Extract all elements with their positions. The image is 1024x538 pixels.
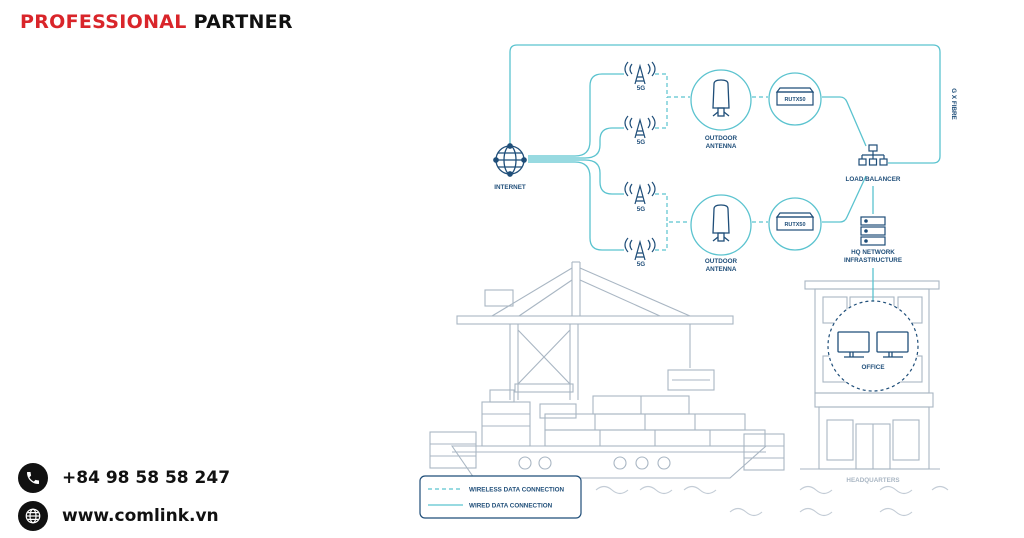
globe-icon (18, 501, 48, 531)
antenna-label-2-line-1: OUTDOOR (705, 258, 738, 265)
ship (429, 389, 785, 479)
phone-icon (18, 463, 48, 493)
monitor-icon (837, 331, 909, 358)
tower-label-2: 5G (637, 139, 646, 146)
water-waves (595, 485, 949, 517)
brand-title-accent: PROFESSIONAL (20, 11, 187, 33)
legend-wireless-label: WIRELESS DATA CONNECTION (469, 487, 564, 494)
tower-icon-1 (624, 61, 656, 85)
antenna-icon-1 (690, 69, 752, 131)
port-scene (429, 261, 949, 517)
tower-label-3: 5G (637, 206, 646, 213)
load-balancer-icon (858, 144, 888, 166)
antenna-icon-2 (690, 194, 752, 256)
diagram-labels: INTERNET 5G 5G 5G 5G OUTDOOR ANTENNA OUT… (469, 85, 957, 510)
internet-globe-icon (493, 143, 527, 177)
router-label-2: RUTX50 (784, 222, 805, 228)
website-url: www.comlink.vn (62, 506, 219, 526)
antenna-label-1-line-1: OUTDOOR (705, 135, 738, 142)
legend (419, 475, 582, 519)
legend-wired-label: WIRED DATA CONNECTION (469, 503, 553, 510)
hq-network-label-line-2: INFRASTRUCTURE (844, 257, 902, 264)
brand-title: PROFESSIONAL PARTNER (20, 11, 293, 33)
antenna-label-2-line-2: ANTENNA (706, 266, 737, 273)
brand-title-rest: PARTNER (186, 11, 293, 33)
headquarters-label: HEADQUARTERS (846, 477, 899, 484)
tower-icon-3 (624, 181, 656, 205)
router-icon-2 (768, 197, 822, 251)
contact-phone[interactable]: +84 98 58 58 247 (18, 463, 230, 493)
fibre-label: G X FIBRE (950, 88, 957, 120)
hq-network-label-line-1: HQ NETWORK (851, 249, 895, 256)
internet-label: INTERNET (494, 184, 526, 191)
phone-number: +84 98 58 58 247 (62, 468, 231, 488)
office-area (827, 300, 919, 392)
router-icon-1 (768, 72, 822, 126)
wireless-links (655, 73, 768, 251)
antenna-label-1-line-2: ANTENNA (706, 143, 737, 150)
tower-icon-2 (624, 115, 656, 139)
office-label: OFFICE (861, 364, 884, 371)
wired-links (509, 44, 941, 322)
tower-label-1: 5G (637, 85, 646, 92)
server-rack-icon (860, 216, 886, 246)
tower-label-4: 5G (637, 261, 646, 268)
load-balancer-label: LOAD BALANCER (846, 176, 901, 183)
router-label-1: RUTX50 (784, 97, 805, 103)
contact-website[interactable]: www.comlink.vn (18, 501, 219, 531)
tower-icon-4 (624, 237, 656, 261)
crane (456, 261, 734, 400)
